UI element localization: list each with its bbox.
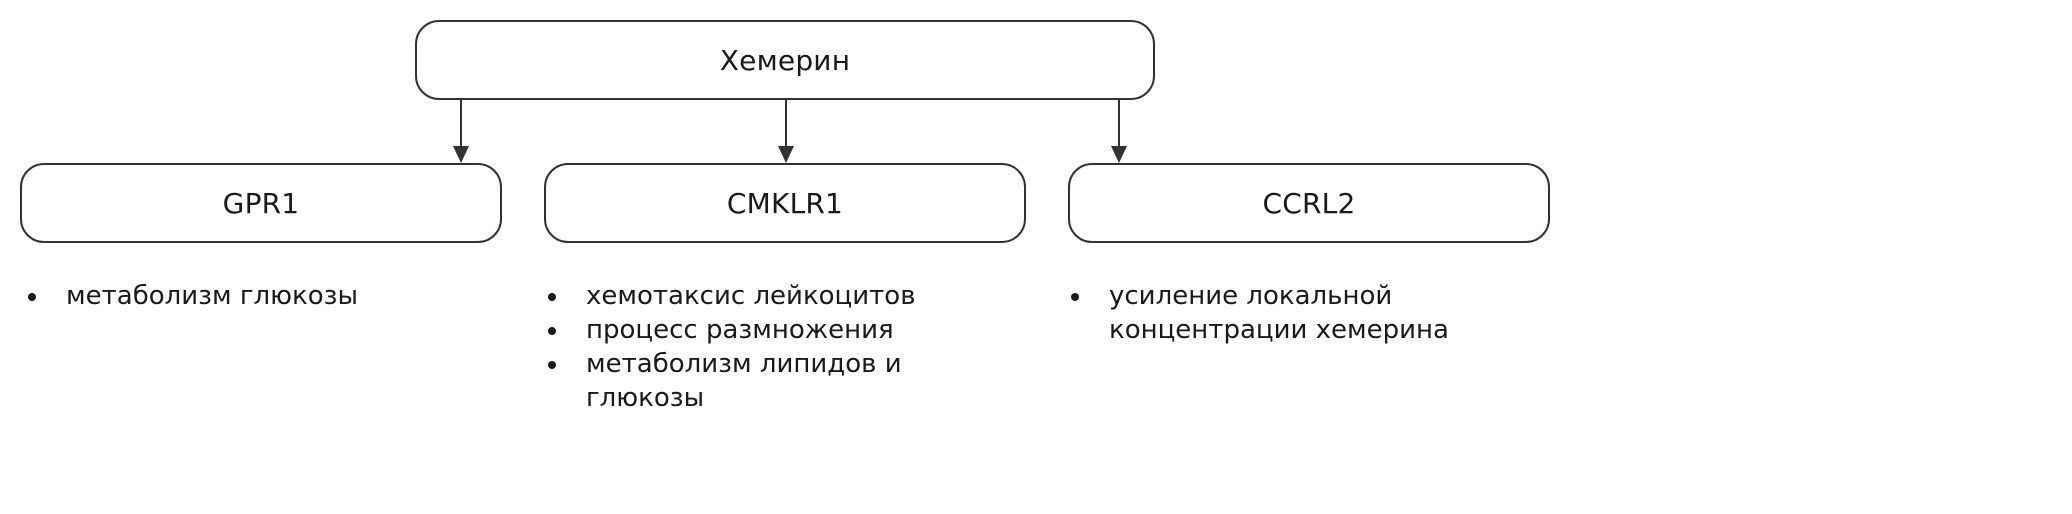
function-list-ccrl2: усиление локальной концентрации хемерина (1063, 279, 1563, 347)
arrowhead-ccrl2 (1111, 146, 1127, 163)
function-item: усиление локальной концентрации хемерина (1063, 279, 1563, 347)
function-item: процесс размножения (540, 313, 1020, 347)
receptor-label-ccrl2: CCRL2 (1262, 186, 1356, 220)
function-list-cmklr1: хемотаксис лейкоцитов процесс размножени… (540, 279, 1020, 415)
receptor-node-ccrl2: CCRL2 (1068, 163, 1550, 243)
function-list-gpr1: метаболизм глюкозы (20, 279, 500, 313)
root-node-label: Хемерин (719, 43, 851, 77)
receptor-label-cmklr1: CMKLR1 (726, 186, 844, 220)
function-item: метаболизм глюкозы (20, 279, 500, 313)
function-item: метаболизм липидов и глюкозы (540, 347, 1020, 415)
receptor-node-gpr1: GPR1 (20, 163, 502, 243)
receptor-label-gpr1: GPR1 (222, 186, 300, 220)
arrowhead-gpr1 (453, 146, 469, 163)
root-node-chemerin: Хемерин (415, 20, 1155, 100)
arrowhead-cmklr1 (778, 146, 794, 163)
receptor-node-cmklr1: CMKLR1 (544, 163, 1026, 243)
function-item: хемотаксис лейкоцитов (540, 279, 1020, 313)
